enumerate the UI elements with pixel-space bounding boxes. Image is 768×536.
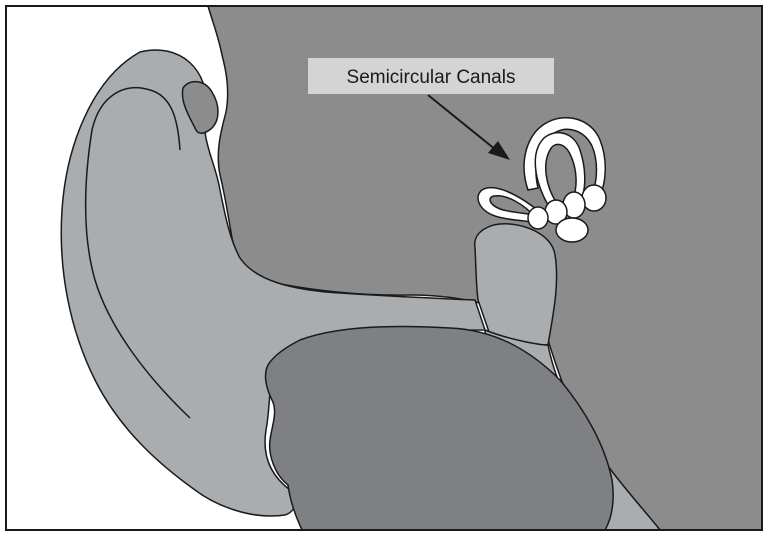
vestibule bbox=[556, 218, 588, 242]
mastoid-process bbox=[475, 224, 557, 345]
semicircular-canals-label: Semicircular Canals bbox=[347, 67, 516, 88]
ampulla-4 bbox=[528, 207, 548, 229]
